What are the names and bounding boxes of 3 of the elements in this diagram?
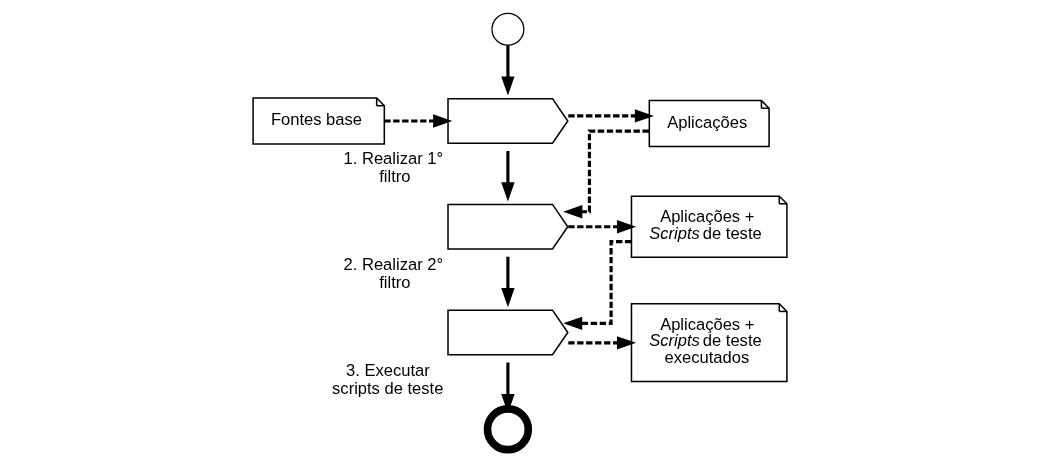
node-label: 3. Executar scripts de teste (332, 360, 444, 398)
node-label: 2. Realizar 2° filtro (343, 254, 444, 292)
node-label: 1. Realizar 1° filtro (343, 149, 444, 186)
